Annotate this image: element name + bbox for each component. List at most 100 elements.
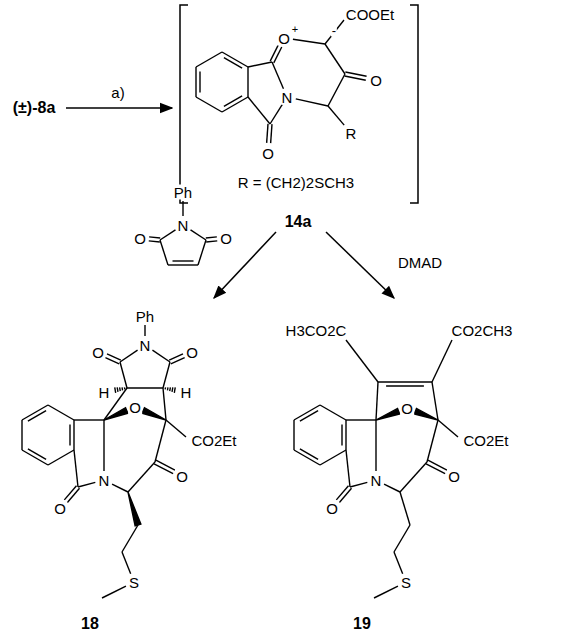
hash-bond xyxy=(116,387,118,392)
hash-bond xyxy=(171,387,173,392)
chem-label: N xyxy=(281,90,294,105)
hash-bond xyxy=(167,387,169,390)
bond xyxy=(375,420,376,471)
chem-label: 14a xyxy=(284,214,313,230)
hash-bond xyxy=(119,387,121,391)
chem-label: + xyxy=(291,24,299,35)
chem-label: (±)-8a xyxy=(12,100,57,116)
chem-label: O xyxy=(447,469,461,484)
chem-label: R xyxy=(345,126,358,141)
hash-bond xyxy=(169,387,171,391)
bond xyxy=(400,462,427,492)
bond xyxy=(102,586,126,598)
bond xyxy=(21,420,22,450)
bonds xyxy=(22,20,458,598)
chem-label: Ph xyxy=(173,185,193,200)
bond xyxy=(378,381,432,382)
hash-bond xyxy=(121,387,123,390)
bond xyxy=(120,362,127,388)
hash-bond xyxy=(124,387,126,389)
double-bond xyxy=(345,72,366,76)
double-bond xyxy=(339,488,351,502)
bond xyxy=(346,419,376,420)
chem-label: S xyxy=(128,575,140,590)
double-bond xyxy=(173,260,194,261)
bond xyxy=(73,420,74,450)
bond xyxy=(48,450,74,465)
chem-label: N xyxy=(139,338,152,353)
double-bond xyxy=(206,237,217,238)
chem-label: O xyxy=(185,345,199,360)
bond xyxy=(103,420,104,471)
bond xyxy=(394,525,410,552)
bond xyxy=(325,44,345,74)
bond xyxy=(345,420,346,450)
bond xyxy=(374,586,398,598)
bond xyxy=(163,362,170,388)
bond xyxy=(293,420,294,450)
bracket xyxy=(410,5,418,203)
double-bond xyxy=(428,460,447,470)
bond xyxy=(376,382,378,420)
double-bond xyxy=(300,411,318,422)
double-bond xyxy=(149,237,160,238)
bond xyxy=(128,462,155,492)
wedge-bond xyxy=(414,408,438,420)
double-bond xyxy=(149,241,160,242)
double-bond xyxy=(274,47,282,63)
bond xyxy=(120,350,138,362)
double-bond xyxy=(64,486,76,500)
bond xyxy=(247,67,248,97)
double-bond xyxy=(300,449,318,460)
chem-label: CO2Et xyxy=(462,433,509,448)
bond xyxy=(163,388,166,420)
chem-label: O xyxy=(369,73,383,88)
double-bond xyxy=(206,241,217,242)
bond xyxy=(293,39,325,44)
wedge-bond xyxy=(128,492,141,526)
reaction-arrows xyxy=(66,108,394,298)
wedge-bond xyxy=(104,408,128,420)
double-bond xyxy=(28,411,46,422)
double-bond xyxy=(224,58,242,68)
double-bond xyxy=(341,425,342,446)
bond xyxy=(328,74,345,106)
double-bond xyxy=(426,464,445,474)
double-bond xyxy=(67,488,79,502)
double-bond xyxy=(107,354,121,360)
double-bond xyxy=(386,385,424,386)
bond xyxy=(432,340,452,382)
bond xyxy=(168,264,198,265)
bond xyxy=(166,420,186,437)
double-bond xyxy=(69,425,70,446)
hash-bond xyxy=(174,387,176,392)
chem-label: CO2Et xyxy=(190,433,237,448)
hash-bond xyxy=(164,387,166,389)
chem-label: H xyxy=(98,385,111,400)
bond xyxy=(432,382,438,420)
bond xyxy=(74,450,78,487)
bond xyxy=(195,67,196,97)
bond xyxy=(438,420,458,437)
double-bond xyxy=(156,460,175,470)
chem-label: H xyxy=(180,385,193,400)
bond xyxy=(350,482,367,487)
bond xyxy=(78,482,95,487)
chem-label: O xyxy=(128,400,142,415)
reaction-arrow xyxy=(326,232,394,298)
chem-label: H3CO2C xyxy=(285,323,348,338)
bracket xyxy=(180,5,188,203)
chem-label: N xyxy=(98,473,111,488)
double-bond xyxy=(270,45,278,61)
bond xyxy=(328,106,344,125)
bond xyxy=(127,387,163,388)
bond xyxy=(346,340,378,382)
double-bond xyxy=(171,358,185,364)
chem-label: Ph xyxy=(135,309,155,324)
chem-label: O xyxy=(325,501,339,516)
bond xyxy=(122,552,131,574)
bond xyxy=(48,405,74,420)
double-bond xyxy=(271,124,272,143)
double-bond xyxy=(336,486,348,500)
